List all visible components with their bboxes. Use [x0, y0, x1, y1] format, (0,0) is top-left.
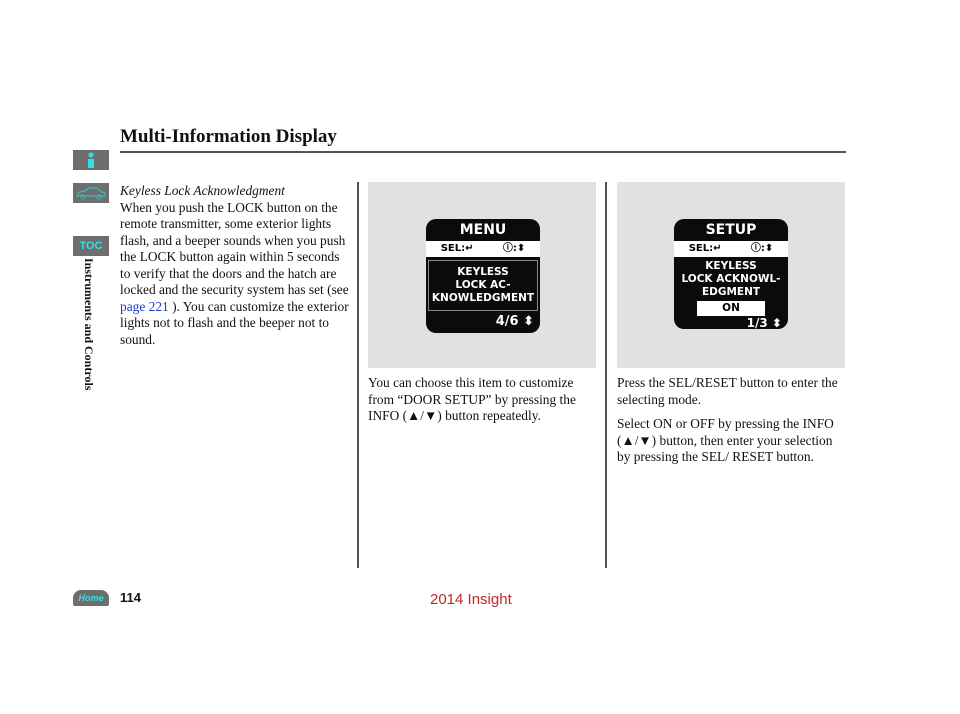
section-label-text: Instruments and Controls — [82, 258, 96, 391]
lcd-page: 4/6 ⬍ — [495, 314, 534, 329]
page-title: Multi-Information Display — [120, 126, 337, 147]
lcd-body: KEYLESS LOCK ACKNOWL- EDGMENT ON — [674, 260, 788, 316]
lcd-display: MENU SEL:↵ ⓘ:⬍ KEYLESS LOCK AC- KNOWLEDGM… — [426, 219, 540, 333]
column-divider — [357, 182, 359, 568]
column-divider — [605, 182, 607, 568]
lcd-value: ON — [697, 301, 765, 316]
car-icon[interactable] — [73, 183, 109, 203]
section-label: Instruments and Controls — [80, 258, 100, 390]
lcd-header: MENU — [459, 222, 507, 238]
watermark: 2014 Insight — [430, 591, 512, 608]
left-column: Keyless Lock Acknowledgment When you pus… — [120, 183, 352, 348]
lcd-display: SETUP SEL:↵ ⓘ:⬍ KEYLESS LOCK ACKNOWL- EDG… — [674, 219, 788, 330]
lcd-body: KEYLESS LOCK AC- KNOWLEDGMENT — [428, 260, 538, 311]
lcd-line: LOCK AC- — [455, 279, 511, 291]
page-link[interactable]: page 221 — [120, 298, 169, 314]
toc-button[interactable]: TOC — [73, 236, 109, 256]
caption-1: Press the SEL/RESET button to enter the … — [617, 375, 838, 407]
info-label: ⓘ:⬍ — [750, 243, 774, 254]
lcd-sel-bar: SEL:↵ ⓘ:⬍ — [674, 241, 788, 257]
lcd-header: SETUP — [705, 222, 757, 238]
page-number: 114 — [120, 590, 141, 605]
subsection-title: Keyless Lock Acknowledgment — [120, 183, 285, 198]
lcd-page: 1/3 ⬍ — [746, 316, 782, 330]
sel-label: SEL:↵ — [688, 243, 722, 254]
body-text-2: ). You can customize the exterior lights… — [120, 298, 349, 347]
title-rule — [120, 151, 846, 153]
menu-display-figure: MENU SEL:↵ ⓘ:⬍ KEYLESS LOCK AC- KNOWLEDGM… — [368, 182, 596, 368]
middle-caption: You can choose this item to customize fr… — [368, 375, 576, 423]
lcd-line: KEYLESS — [457, 266, 509, 278]
lcd-line: KEYLESS — [705, 260, 757, 272]
body-text-1: When you push the LOCK button on the rem… — [120, 199, 349, 298]
setup-display-figure: SETUP SEL:↵ ⓘ:⬍ KEYLESS LOCK ACKNOWL- EDG… — [617, 182, 845, 368]
info-label: ⓘ:⬍ — [502, 243, 526, 254]
lcd-line: KNOWLEDGMENT — [431, 292, 535, 304]
lcd-line: EDGMENT — [701, 286, 761, 298]
body-text: When you push the LOCK button on the rem… — [120, 200, 352, 349]
sel-label: SEL:↵ — [440, 243, 474, 254]
home-button[interactable]: Home — [73, 590, 109, 606]
info-icon[interactable] — [73, 150, 109, 170]
right-caption: Press the SEL/RESET button to enter the … — [617, 375, 842, 466]
lcd-line: LOCK ACKNOWL- — [681, 273, 781, 285]
caption-2: Select ON or OFF by pressing the INFO (▲… — [617, 416, 834, 464]
lcd-sel-bar: SEL:↵ ⓘ:⬍ — [426, 241, 540, 257]
